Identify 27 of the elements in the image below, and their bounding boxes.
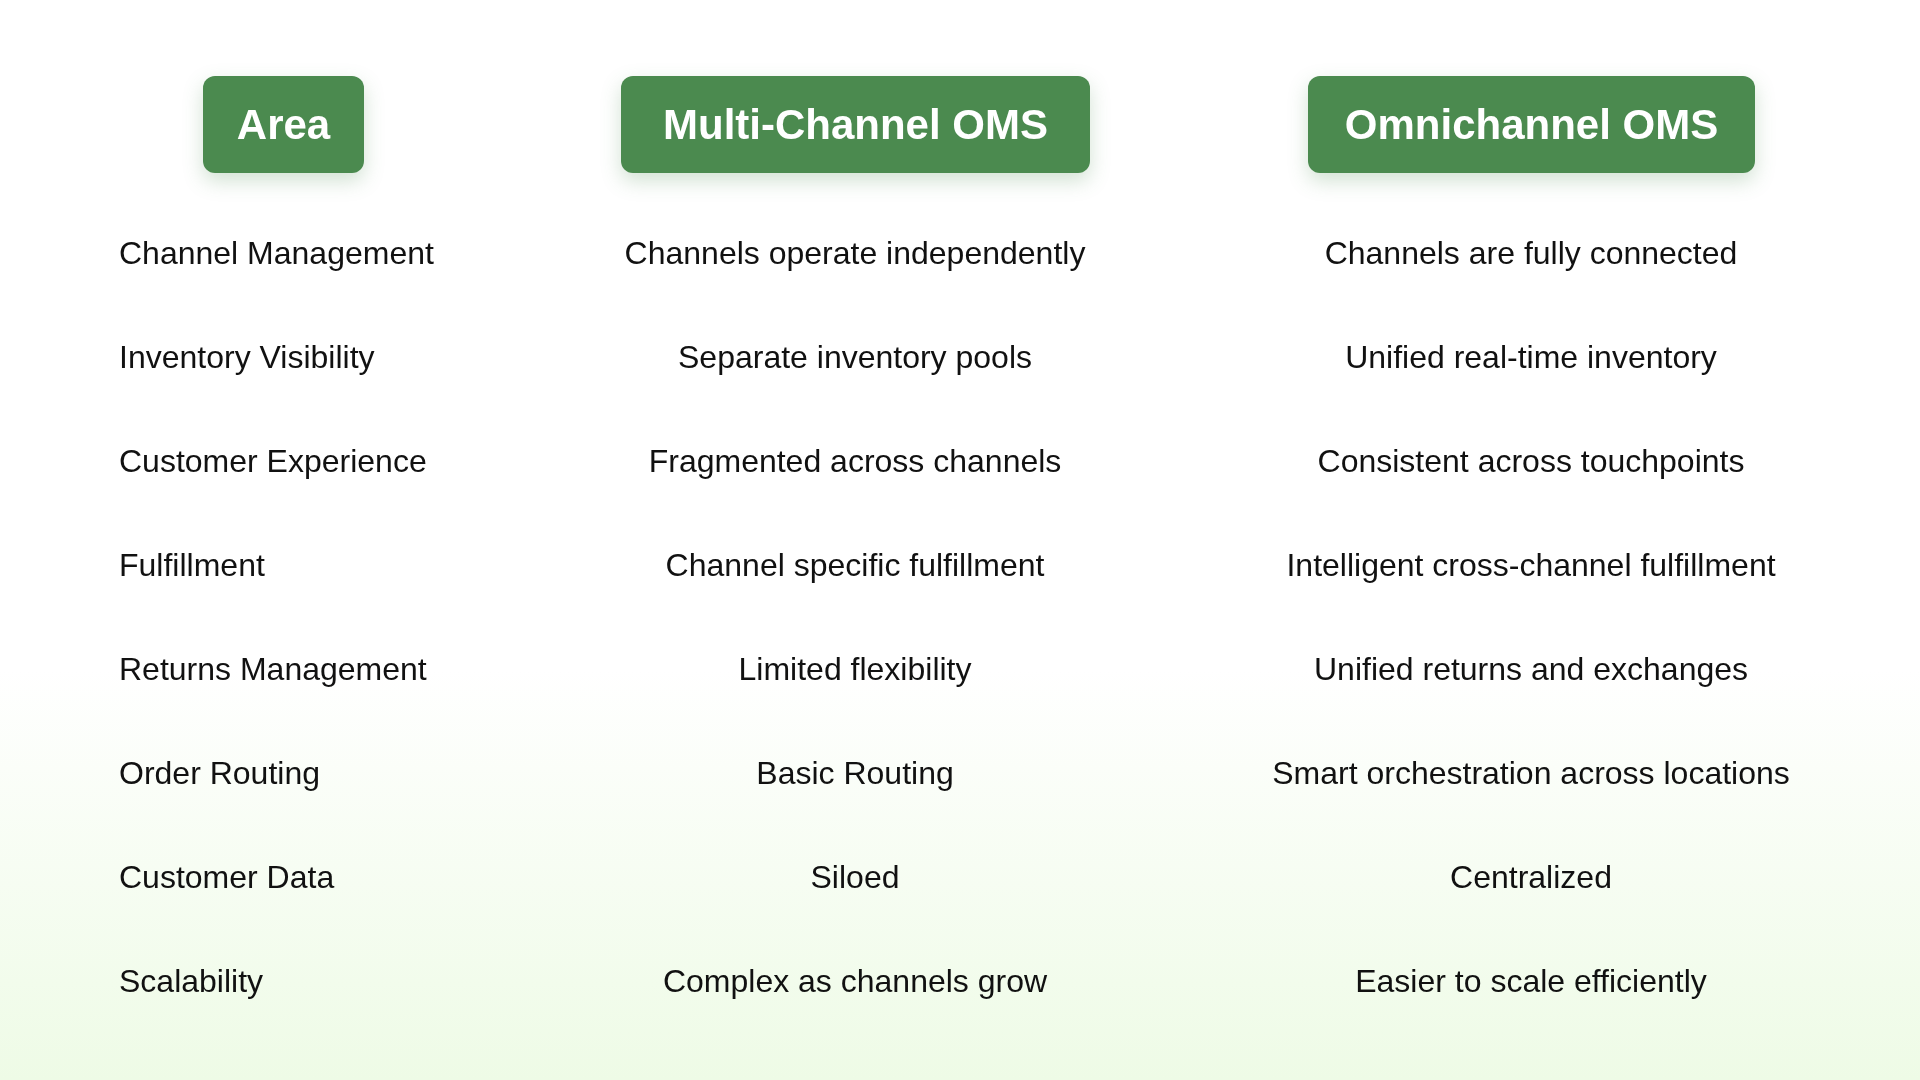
table-cell-text: Basic Routing — [756, 754, 954, 792]
table-cell-text: Complex as channels grow — [662, 962, 1048, 1000]
table-cell-text: Limited flexibility — [738, 650, 972, 688]
table-cell-text: Intelligent cross-channel fulfillment — [1286, 546, 1776, 584]
table-cell-text: Channels are fully connected — [1324, 234, 1738, 272]
table-cell-text: Consistent across touchpoints — [1317, 442, 1745, 480]
table-cell-text: Unified returns and exchanges — [1314, 650, 1748, 688]
row-label: Order Routing — [119, 754, 320, 792]
table-cell-text: Smart orchestration across locations — [1272, 754, 1790, 792]
row-label: Inventory Visibility — [119, 338, 375, 376]
table-cell-text: Separate inventory pools — [678, 338, 1032, 376]
row-label: Channel Management — [119, 234, 434, 272]
table-cell-text: Fragmented across channels — [648, 442, 1062, 480]
column-header: Multi-Channel OMS — [621, 76, 1090, 173]
table-cell-text: Siloed — [810, 858, 900, 896]
row-label: Returns Management — [119, 650, 427, 688]
column-header: Omnichannel OMS — [1308, 76, 1755, 173]
table-cell-text: Channels operate independently — [624, 234, 1086, 272]
row-label: Customer Experience — [119, 442, 427, 480]
table-cell-text: Channel specific fulfillment — [665, 546, 1045, 584]
column-header: Area — [203, 76, 364, 173]
row-label: Customer Data — [119, 858, 335, 896]
row-label: Fulfillment — [119, 546, 265, 584]
table-cell-text: Easier to scale efficiently — [1355, 962, 1707, 1000]
row-label: Scalability — [119, 962, 264, 1000]
table-cell-text: Centralized — [1450, 858, 1612, 896]
table-cell-text: Unified real-time inventory — [1345, 338, 1717, 376]
